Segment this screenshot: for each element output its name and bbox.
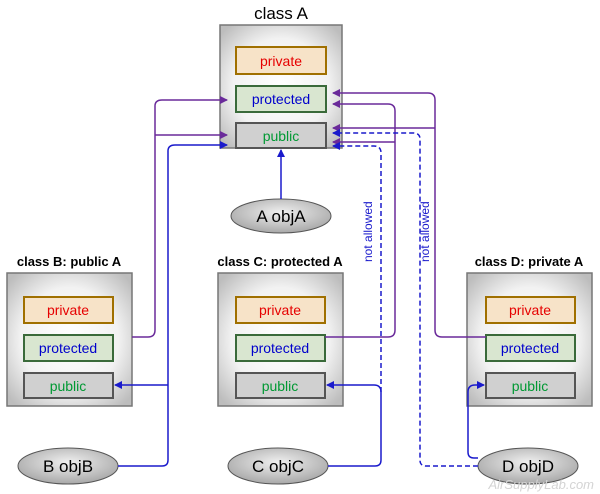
class-b-protected-label: protected [39,340,97,356]
access-arrows [114,129,485,467]
not-allowed-label-d: not allowed [418,201,432,262]
class-d-private [485,296,576,324]
obj-a-label: A objA [256,207,306,226]
obj-c-label: C objC [252,457,304,476]
class-b-protected [23,334,114,362]
arrow-objd-to-d-public [467,381,485,459]
class-b-public-label: public [50,378,87,394]
class-d-public-label: public [512,378,549,394]
arrow-objb-to-a-public [118,141,228,467]
obj-c: C objC [227,447,329,485]
class-b-private-label: private [47,302,89,318]
class-d-protected [485,334,576,362]
class-c-protected [235,334,326,362]
watermark: AirSupplyLab.com [488,477,595,492]
class-c-private-label: private [259,302,301,318]
inheritance-arrows [132,89,486,338]
class-a-public [235,122,327,149]
class-b-private [23,296,114,324]
obj-a: A objA [230,198,332,234]
obj-b: B objB [17,447,119,485]
arrow-objc-to-a-public-not-allowed [332,142,382,392]
class-c-private [235,296,326,324]
obj-d: D objD [477,447,579,485]
class-c-title: class C: protected A [217,254,343,269]
class-d-public [485,372,576,399]
class-c-public-label: public [262,378,299,394]
class-a-private-label: private [260,53,302,69]
class-b-public [23,372,114,399]
class-d-private-label: private [509,302,551,318]
class-a-private [235,46,327,75]
class-a-public-label: public [263,128,300,144]
class-c-public [235,372,326,399]
class-a-protected-label: protected [252,91,310,107]
obj-d-label: D objD [502,457,554,476]
class-c-panel: private protected public [217,272,344,407]
class-c-protected-label: protected [251,340,309,356]
class-b-title: class B: public A [17,254,122,269]
arrow-b-to-a-protected [132,96,228,338]
class-d-panel: private protected public [466,272,593,407]
class-a-title: class A [254,4,309,23]
arrow-objc-to-c-public [326,381,382,467]
arrow-objd-to-a-public-not-allowed [332,129,478,467]
class-a-protected [235,85,327,113]
arrow-d-to-a-protected [332,89,486,338]
class-a-panel: private protected public [219,24,343,149]
obj-b-label: B objB [43,457,93,476]
class-d-title: class D: private A [475,254,584,269]
arrow-c-to-a-protected [325,100,396,338]
not-allowed-label-c: not allowed [361,201,375,262]
class-b-panel: private protected public [6,272,133,407]
class-d-protected-label: protected [501,340,559,356]
